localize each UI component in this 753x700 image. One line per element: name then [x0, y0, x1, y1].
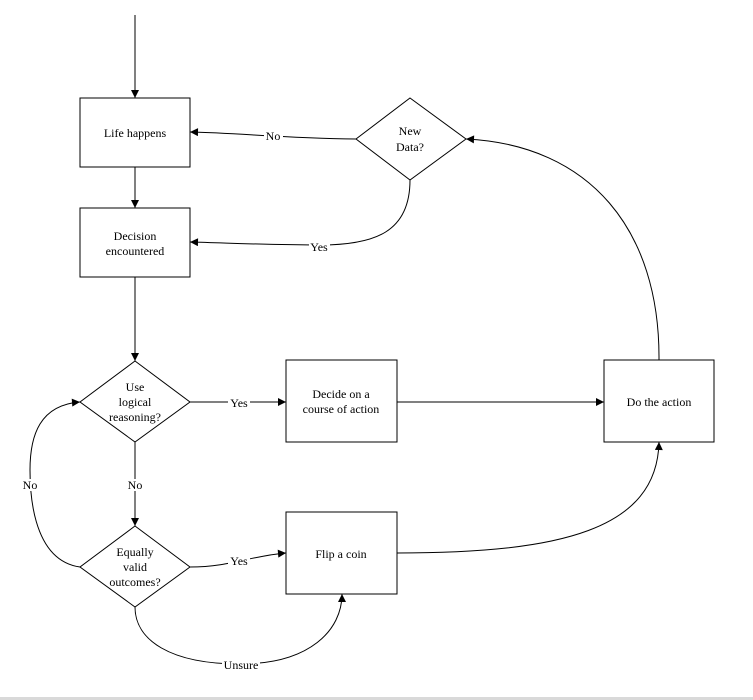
edge-label-newdata-no: No	[266, 129, 281, 143]
edge-do-to-newdata	[465, 135, 660, 361]
decision-encountered-line-2: encountered	[106, 244, 165, 258]
edge-label-logical-yes: Yes	[230, 396, 248, 410]
decision-encountered-line-1: Decision	[114, 229, 157, 243]
do-action-label: Do the action	[627, 395, 692, 409]
new-data-line-2: Data?	[396, 140, 424, 154]
use-logical-line-3: reasoning?	[109, 410, 161, 424]
edge-equal-no	[29, 398, 81, 568]
decide-action-line-1: Decide on a	[312, 387, 370, 401]
bottom-border	[0, 697, 753, 700]
equally-valid-line-1: Equally	[116, 545, 153, 559]
edge-label-equal-no: No	[23, 478, 38, 492]
node-equally-valid: Equally valid outcomes?	[79, 525, 191, 608]
edges	[29, 15, 663, 665]
node-flip-a-coin: Flip a coin	[285, 511, 398, 595]
edge-labels: No Yes Yes No No Yes Unsure	[21, 129, 330, 672]
node-life-happens: Life happens	[79, 97, 191, 168]
new-data-line-1: New	[399, 124, 422, 138]
edge-label-newdata-yes: Yes	[310, 240, 328, 254]
equally-valid-line-2: valid	[123, 560, 147, 574]
edge-equal-unsure	[134, 593, 346, 665]
equally-valid-line-3: outcomes?	[109, 575, 160, 589]
decide-action-line-2: course of action	[303, 402, 380, 416]
node-do-the-action: Do the action	[603, 359, 715, 443]
node-decision-encountered: Decision encountered	[79, 207, 191, 278]
edge-label-equal-yes: Yes	[230, 554, 248, 568]
node-new-data: New Data?	[355, 97, 467, 181]
flip-coin-label: Flip a coin	[315, 547, 366, 561]
edge-newdata-yes	[189, 179, 411, 247]
node-decide-on-action: Decide on a course of action	[285, 359, 398, 443]
life-happens-label: Life happens	[104, 126, 167, 140]
edge-label-logical-no: No	[128, 478, 143, 492]
use-logical-line-1: Use	[126, 380, 145, 394]
edge-newdata-no	[189, 128, 357, 140]
edge-label-equal-unsure: Unsure	[224, 658, 259, 672]
use-logical-line-2: logical	[119, 395, 152, 409]
edge-coin-to-do	[396, 441, 663, 554]
node-use-logical-reasoning: Use logical reasoning?	[79, 360, 191, 443]
